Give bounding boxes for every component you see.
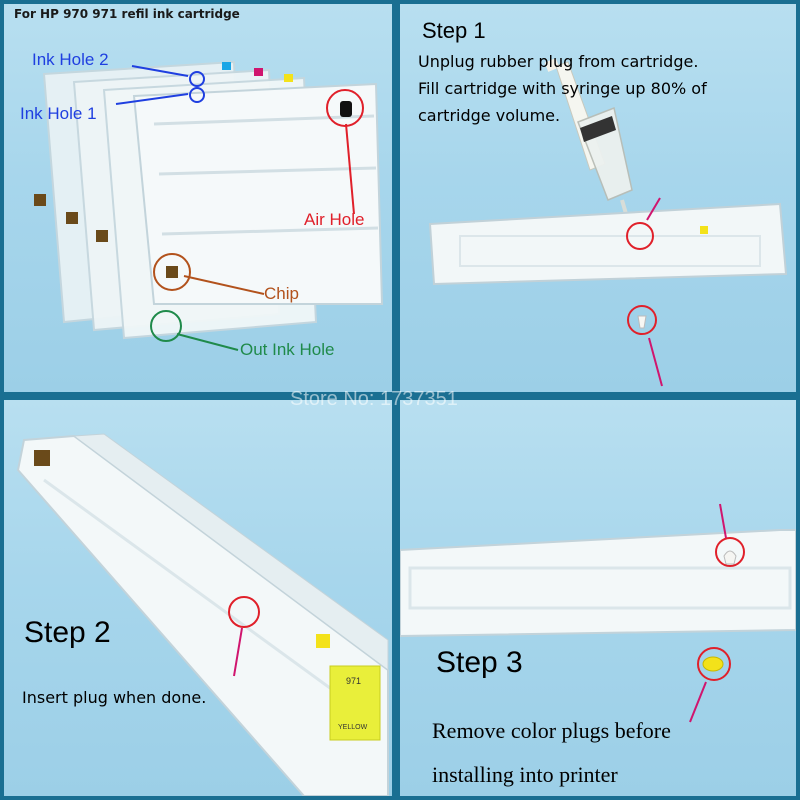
air-hole-marker: [326, 89, 364, 127]
fill-hole-marker: [626, 222, 654, 250]
chip-marker: [153, 253, 191, 291]
out-ink-hole-label: Out Ink Hole: [240, 340, 335, 359]
label-model: 971: [346, 676, 362, 686]
panel-step-1: Step 1 Unplug rubber plug from cartridge…: [400, 4, 796, 392]
cartridge-label: [329, 665, 381, 741]
store-watermark: Store No: 1737351: [290, 388, 458, 410]
plug-hole: [723, 550, 737, 565]
ink-hole-2-arrow: [131, 65, 189, 77]
fill-hole-arrow: [646, 197, 661, 221]
cartridge-closeup-illustration: [400, 503, 796, 723]
plug-hole-arrow: [233, 627, 243, 677]
plug-marker: [627, 305, 657, 335]
air-hole-label: Air Hole: [304, 210, 365, 229]
chip: [34, 450, 50, 466]
yellow-color-plug: [702, 656, 724, 672]
step-title: Step 2: [24, 616, 111, 649]
step-line-2: Fill cartridge with syringe up 80% of: [418, 79, 707, 98]
step-line-2: installing into printer: [432, 762, 618, 787]
plug-arrow: [648, 337, 663, 387]
cartridge-illustration: [16, 433, 389, 796]
panel-step-3: Step 3 Remove color plugs before install…: [400, 400, 796, 796]
step-line-3: cartridge volume.: [418, 106, 561, 125]
ink-hole-1-marker: [189, 87, 205, 103]
syringe: [544, 58, 638, 249]
air-hole-arrow: [345, 123, 355, 215]
yellow-plug: [284, 74, 293, 82]
out-ink-hole-arrow: [176, 333, 239, 351]
color-plug-arrow: [689, 681, 707, 723]
plug-hole-marker: [715, 537, 745, 567]
ink-hole-1-arrow: [115, 93, 189, 105]
chip-1: [34, 194, 46, 206]
cartridge-body: [428, 202, 788, 286]
yellow-plug: [316, 634, 330, 648]
syringe-illustration: [428, 58, 788, 387]
label-color: YELLOW: [338, 724, 368, 731]
magenta-plug: [254, 68, 263, 76]
cartridge-body: [400, 529, 796, 638]
ink-hole-2-label: Ink Hole 2: [32, 50, 109, 69]
step-line-1: Remove color plugs before: [432, 718, 671, 743]
step-title: Step 1: [422, 18, 486, 43]
step-line-1: Unplug rubber plug from cartridge.: [418, 52, 699, 71]
panel-title: For HP 970 971 refil ink cartridge: [14, 7, 240, 21]
chip-3: [96, 230, 108, 242]
black-plug: [340, 101, 352, 117]
chip-arrow: [183, 275, 265, 295]
cartridge-stack: [34, 60, 384, 340]
color-plug-marker: [697, 647, 731, 681]
chip-label: Chip: [264, 284, 299, 303]
cartridges-illustration: [34, 60, 384, 351]
panel-overview: For HP 970 971 refil ink cartridge Ink H…: [4, 4, 392, 392]
panel-step-2: 971 YELLOW Step 2 Insert plug when done.: [4, 400, 392, 796]
plug-hole-marker: [228, 596, 260, 628]
yellow-plug: [700, 226, 708, 234]
ink-hole-1-label: Ink Hole 1: [20, 104, 97, 123]
step-title: Step 3: [436, 646, 523, 679]
ink-hole-2-marker: [189, 71, 205, 87]
rubber-plug: [637, 315, 647, 329]
plug-hole-arrow: [719, 503, 727, 539]
chip-2: [66, 212, 78, 224]
step-description: Insert plug when done.: [22, 688, 207, 707]
cyan-plug: [222, 62, 231, 70]
chip-4: [166, 266, 178, 278]
out-ink-hole-marker: [150, 310, 182, 342]
